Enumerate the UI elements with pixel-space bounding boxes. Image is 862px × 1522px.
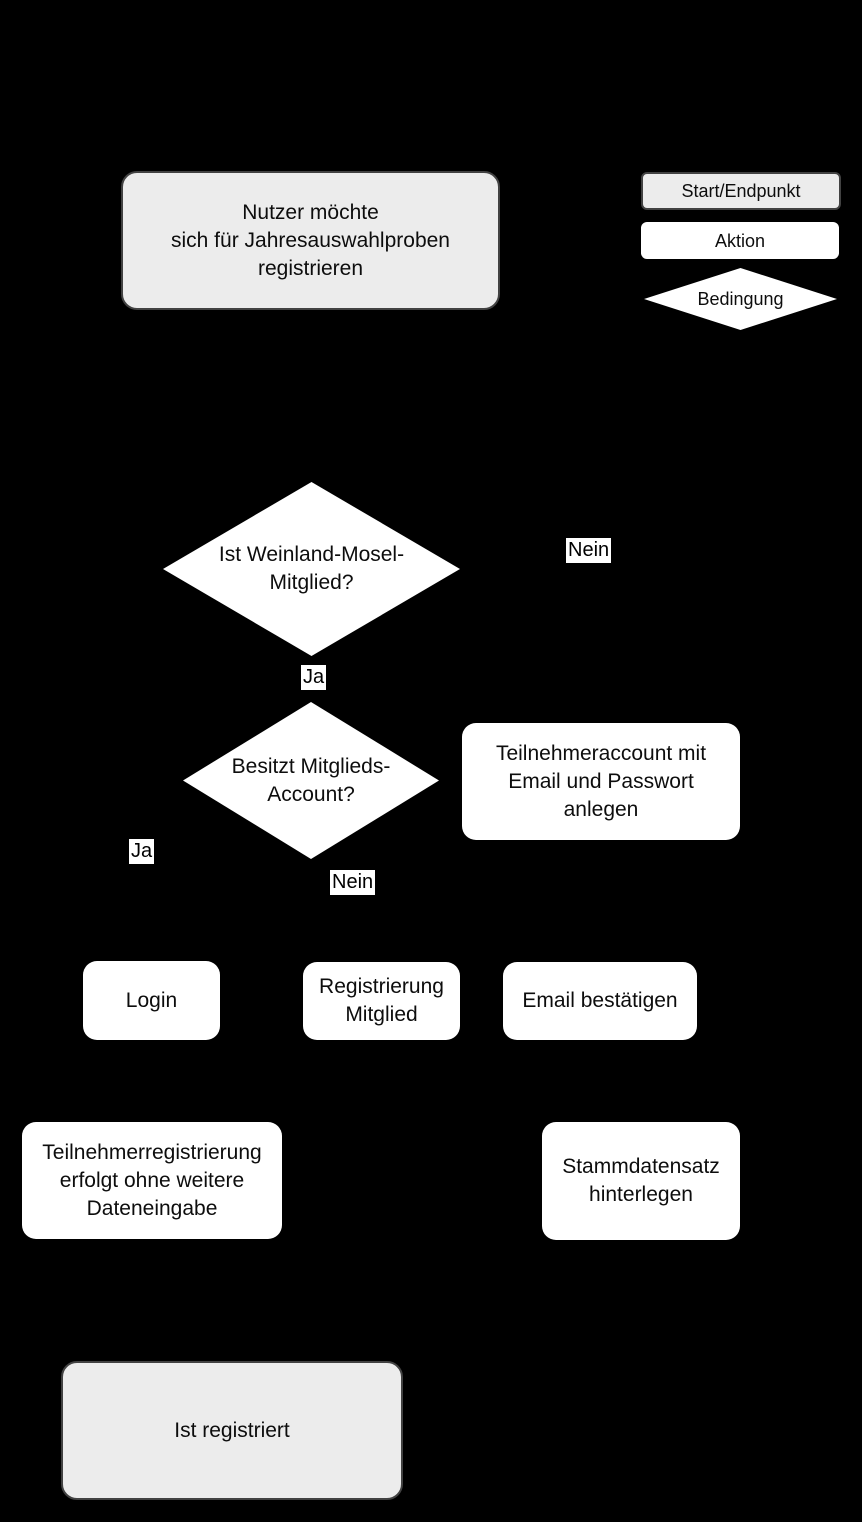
action-register-member: Registrierung Mitglied [303, 962, 460, 1040]
action-master-data: Stammdatensatz hinterlegen [542, 1122, 740, 1240]
edge-label-member-ja: Ja [301, 665, 327, 690]
decision-member-account: Besitzt Mitglieds- Account? [183, 702, 439, 859]
edge-label-account-nein: Nein [330, 870, 376, 895]
end-node: Ist registriert [61, 1361, 403, 1500]
edge-label-account-ja: Ja [129, 839, 155, 864]
legend-action: Aktion [641, 222, 839, 259]
action-participant-registration: Teilnehmerregistrierung erfolgt ohne wei… [22, 1122, 282, 1239]
action-create-participant-account: Teilnehmeraccount mit Email und Passwort… [462, 723, 740, 840]
start-node: Nutzer möchte sich für Jahresauswahlprob… [121, 171, 500, 310]
legend-start-endpoint: Start/Endpunkt [641, 172, 841, 210]
action-login: Login [83, 961, 220, 1040]
action-confirm-email: Email bestätigen [503, 962, 697, 1040]
decision-weinland-mosel-member: Ist Weinland-Mosel- Mitglied? [163, 482, 460, 656]
edge-label-member-nein: Nein [566, 538, 612, 563]
legend-condition-diamond: Bedingung [644, 268, 837, 330]
